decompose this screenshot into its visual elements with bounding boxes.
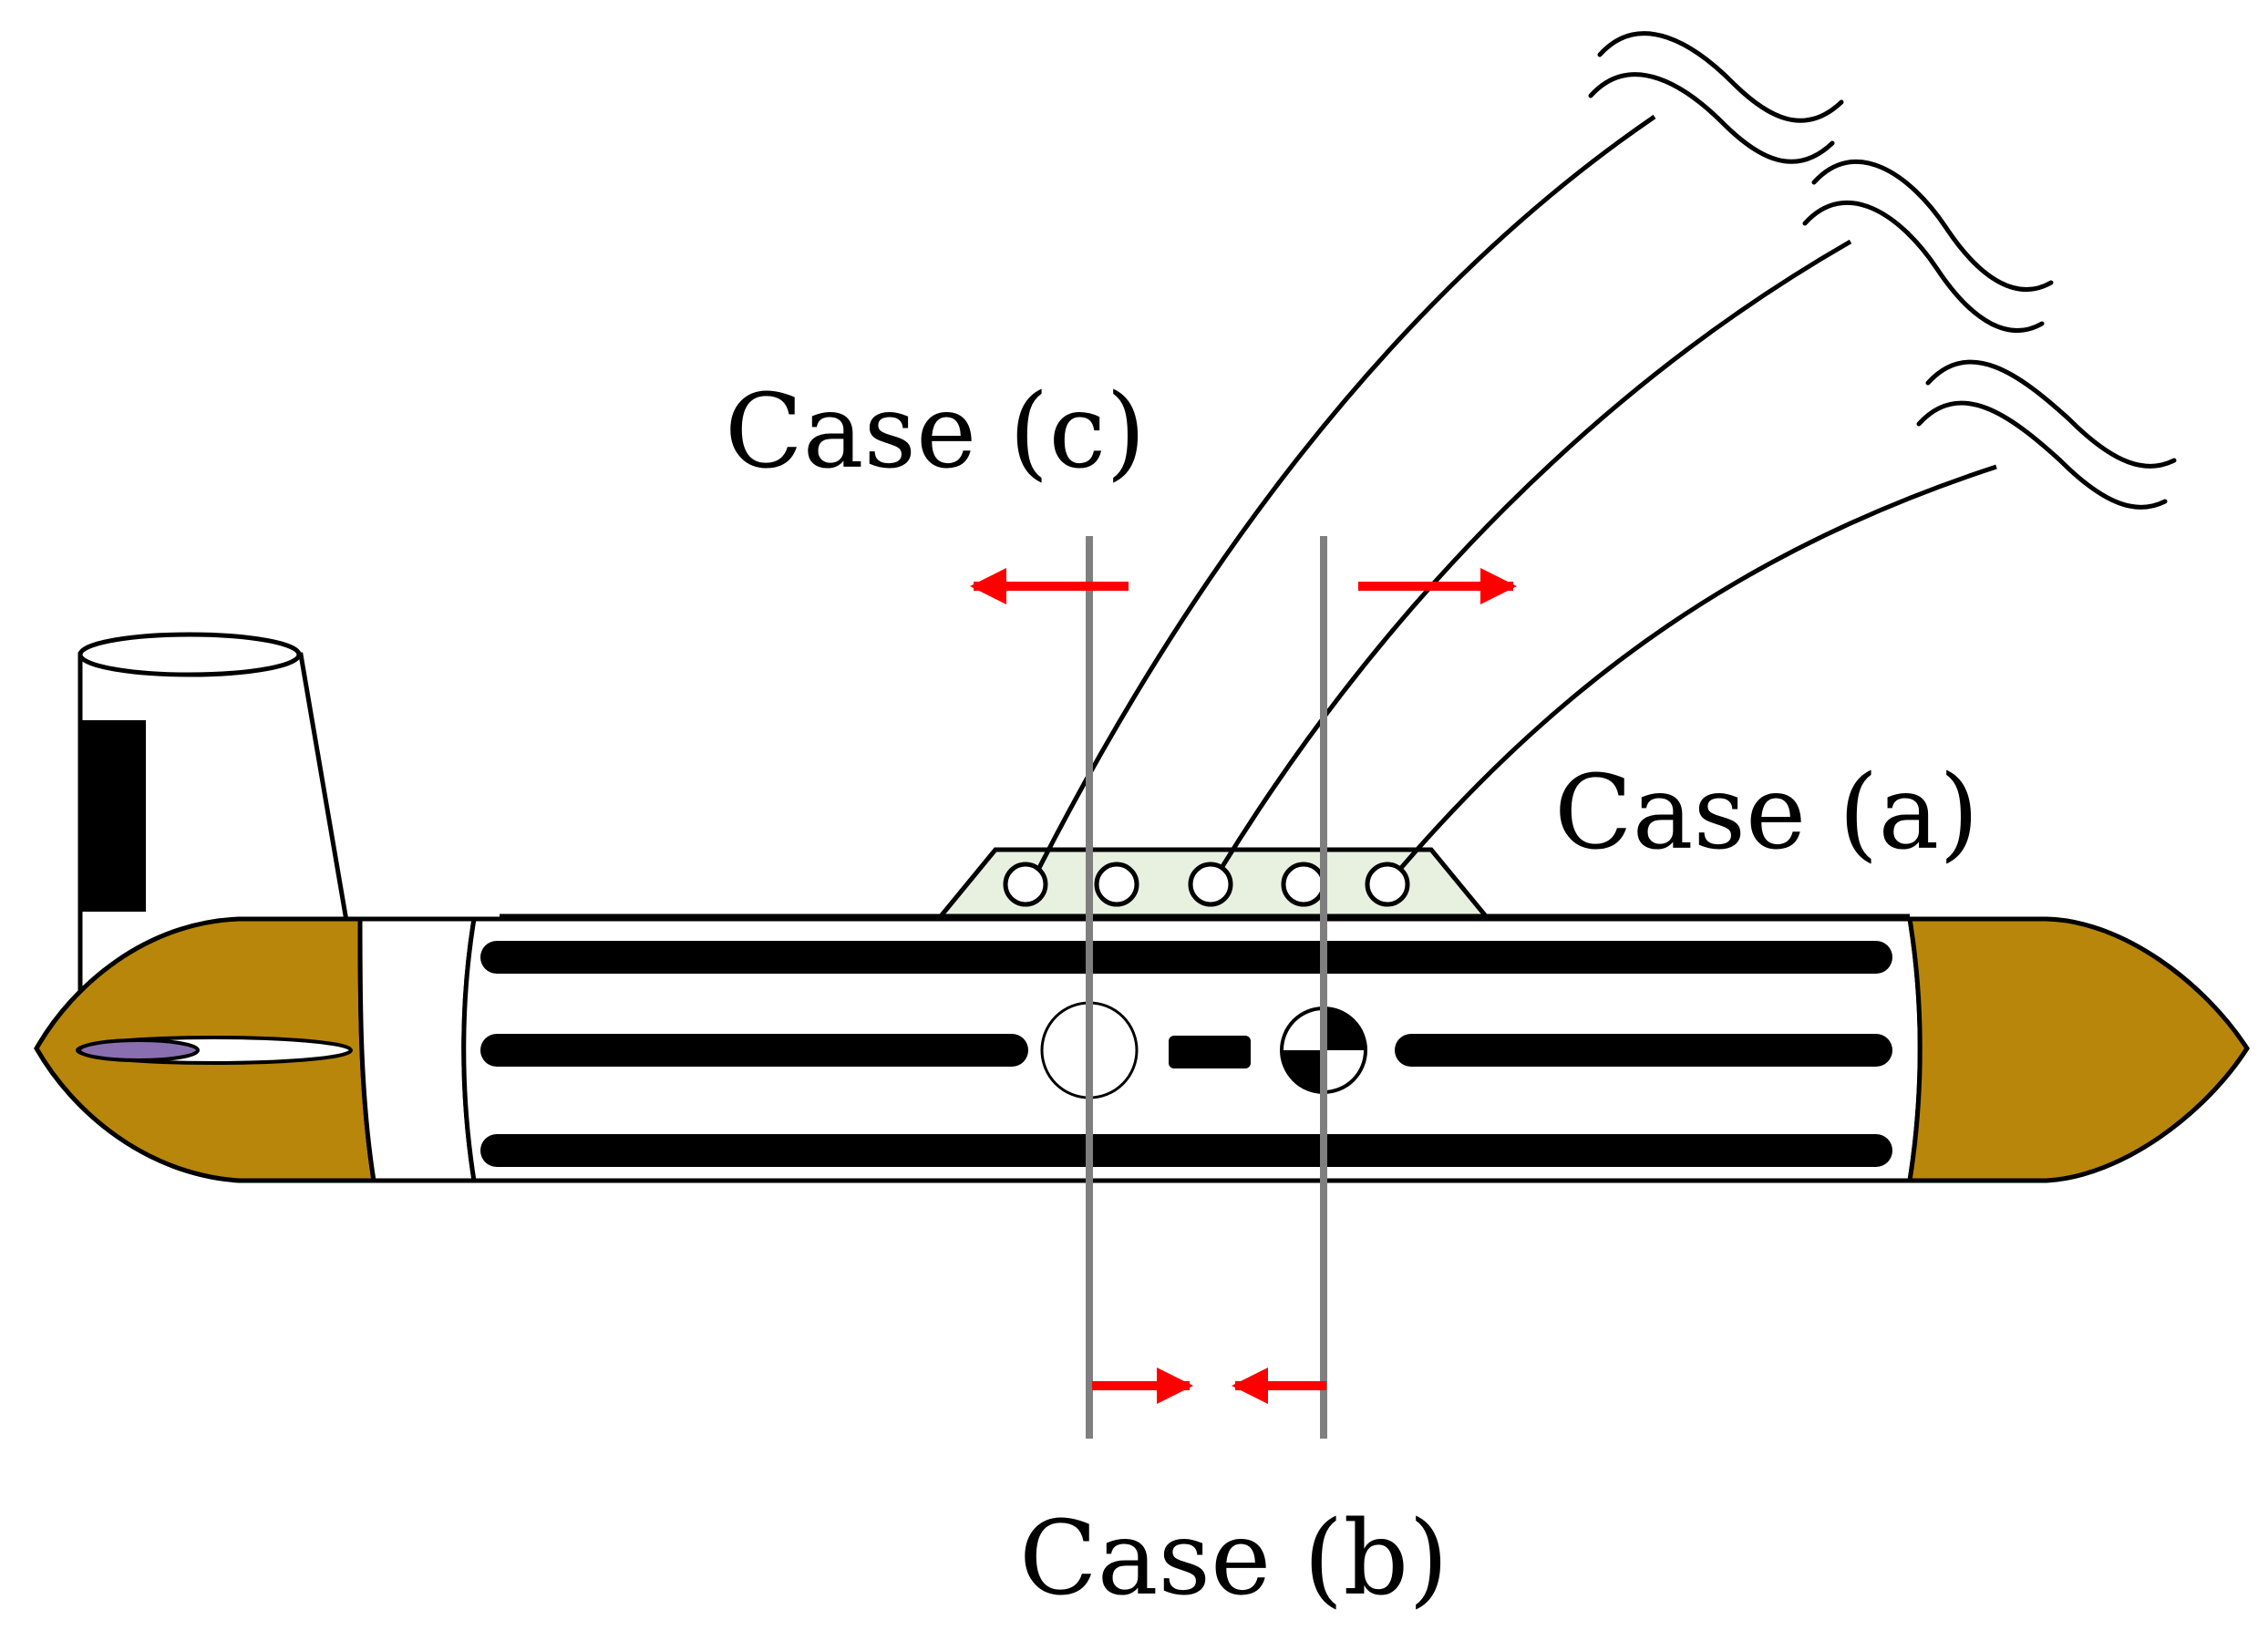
tow-cable-b — [1219, 239, 1852, 870]
nose-fin — [76, 1036, 353, 1065]
sail-window — [80, 720, 146, 912]
wave-marks — [1588, 31, 2177, 510]
attachment-points — [1003, 862, 1410, 907]
attachment-point-4 — [1281, 862, 1326, 907]
attachment-point-2 — [1094, 862, 1139, 907]
tow-cable-c — [1036, 114, 1656, 870]
guide-lines — [1086, 536, 1327, 1439]
case-a-label: Case (a) — [1554, 754, 1979, 872]
tow-cable-a — [1399, 464, 1997, 870]
attachment-point-3 — [1188, 862, 1233, 907]
case-c-label: Case (c) — [725, 373, 1146, 491]
attachment-point-5 — [1365, 862, 1410, 907]
attachment-point-1 — [1003, 862, 1048, 907]
hull-rails — [480, 941, 1892, 1167]
tail-cap — [1907, 916, 2250, 1183]
center-slot — [1169, 1036, 1251, 1068]
collar-band — [357, 916, 477, 1183]
tow-cables — [1036, 114, 1997, 870]
case-b-label: Case (b) — [1019, 1500, 1448, 1618]
direction-arrows — [970, 568, 1517, 1404]
